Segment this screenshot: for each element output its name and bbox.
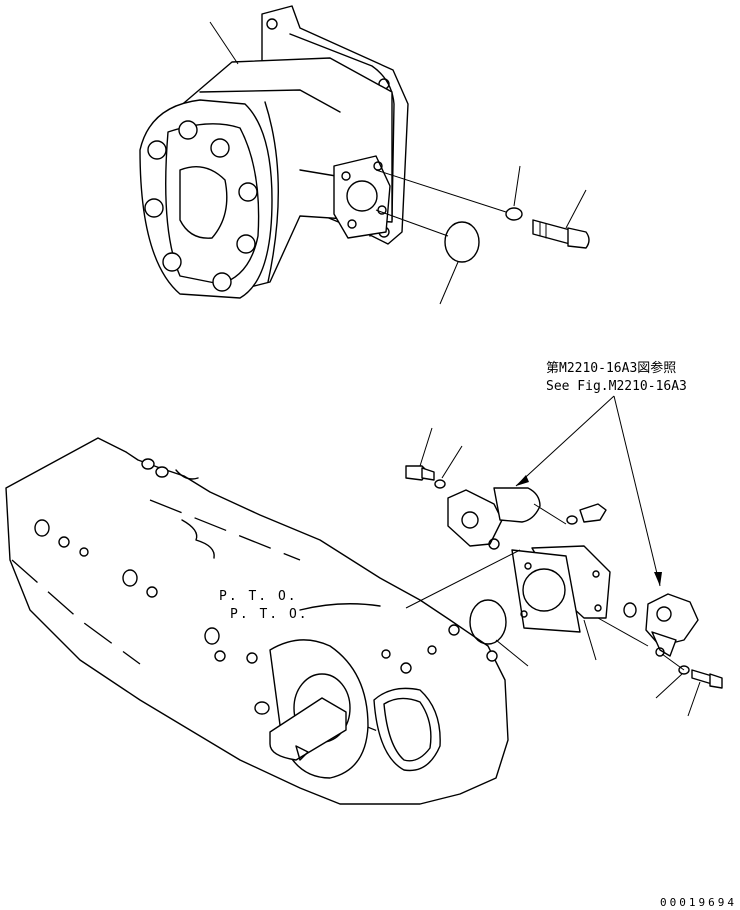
adapter-hole bbox=[594, 604, 602, 612]
housing-hidden-line bbox=[11, 559, 141, 665]
port-bolt-hole bbox=[377, 205, 387, 215]
elbow-tube bbox=[651, 631, 677, 657]
end-cover-bolt bbox=[238, 182, 258, 202]
adapter-hole bbox=[520, 610, 528, 618]
port-bolt-hole bbox=[347, 219, 357, 229]
explode-line bbox=[405, 549, 521, 609]
reference-note-en: See Fig.M2210-16A3 bbox=[546, 379, 687, 394]
end-cover-bolts bbox=[144, 120, 258, 292]
pump-port-o-ring bbox=[444, 221, 480, 263]
drawing-code: 00019694 bbox=[660, 896, 737, 909]
pto-label-1: P. T. O. bbox=[219, 589, 298, 604]
pump-port-opening bbox=[346, 180, 378, 212]
explode-line bbox=[533, 503, 567, 525]
washer-leader bbox=[513, 165, 521, 207]
elbow-flange bbox=[447, 489, 503, 547]
bolt-head bbox=[567, 227, 590, 249]
elbow-fitting-upper bbox=[447, 487, 541, 550]
end-cover-bolt bbox=[210, 138, 230, 158]
pump-body-seam bbox=[264, 101, 279, 283]
small-o-ring bbox=[623, 602, 637, 618]
hydraulic-pump bbox=[139, 5, 409, 299]
reference-arrow-line bbox=[515, 395, 615, 487]
end-cover-bolt bbox=[236, 234, 256, 254]
pump-port-flange bbox=[333, 155, 391, 239]
explode-line bbox=[661, 653, 685, 671]
elbow-port bbox=[656, 606, 672, 622]
adapter-o-ring bbox=[469, 599, 507, 645]
housing-hidden-line bbox=[149, 499, 301, 561]
upper-bolt-right bbox=[566, 503, 607, 525]
o-ring-leader bbox=[439, 261, 459, 305]
elbow-o-ring bbox=[655, 647, 665, 657]
housing-ridge bbox=[299, 603, 381, 611]
explode-line bbox=[375, 209, 449, 237]
adapter-face bbox=[511, 549, 581, 633]
end-cover-boss bbox=[165, 123, 260, 285]
lower-bolt bbox=[691, 669, 723, 689]
port-bolt-hole bbox=[373, 161, 383, 171]
reference-arrow-line bbox=[613, 395, 661, 587]
adapter-hole bbox=[592, 570, 600, 578]
washer-leader bbox=[655, 673, 683, 699]
elbow-fitting-lower bbox=[645, 593, 699, 657]
housing-ridge bbox=[181, 519, 215, 559]
washer-leader bbox=[441, 445, 463, 479]
end-cover-bolt bbox=[144, 198, 164, 218]
pto-label-2: P. T. O. bbox=[230, 607, 309, 622]
flange-edge-line bbox=[289, 33, 395, 221]
pump-body-edge bbox=[199, 89, 341, 113]
flange-bolt-hole bbox=[266, 18, 278, 30]
output-shaft bbox=[269, 697, 347, 761]
explode-line bbox=[375, 169, 507, 213]
upper-washer bbox=[434, 479, 446, 489]
o-ring-leader bbox=[495, 639, 529, 667]
upper-bolt bbox=[405, 465, 435, 481]
pump-mounting-bolt bbox=[532, 219, 590, 249]
pump-adapter bbox=[511, 545, 611, 633]
pump-leader-line bbox=[209, 21, 239, 65]
end-cover-bolt bbox=[178, 120, 198, 140]
elbow-tube bbox=[493, 487, 541, 523]
bearing-cover-inner bbox=[383, 697, 432, 762]
end-cover-bolt bbox=[147, 140, 167, 160]
end-cover-center bbox=[179, 166, 228, 239]
elbow-port bbox=[461, 511, 479, 529]
pto-housing: P. T. O. P. T. O. bbox=[5, 437, 509, 805]
end-cover-bolt bbox=[212, 272, 232, 292]
bolt-leader bbox=[687, 681, 701, 717]
bolt-shank bbox=[532, 219, 571, 245]
adapter-hole bbox=[524, 562, 532, 570]
explode-line bbox=[597, 617, 649, 647]
reference-arrowhead bbox=[654, 572, 662, 586]
adapter-bore bbox=[522, 568, 566, 612]
elbow-o-ring bbox=[488, 538, 500, 550]
adapter-leader bbox=[583, 619, 597, 661]
housing-plugs bbox=[34, 458, 498, 715]
port-bolt-hole bbox=[341, 171, 351, 181]
housing-lug bbox=[175, 469, 199, 480]
bolt-leader bbox=[565, 189, 587, 229]
reference-note-jp: 第M2210-16A3図参照 bbox=[546, 360, 676, 376]
shaft-key bbox=[295, 745, 309, 761]
bolt-leader bbox=[419, 427, 433, 467]
lower-washer bbox=[678, 665, 690, 675]
elbow-flange bbox=[645, 593, 699, 647]
end-cover-bolt bbox=[162, 252, 182, 272]
reference-arrowhead bbox=[516, 475, 529, 486]
pump-washer bbox=[505, 207, 523, 221]
